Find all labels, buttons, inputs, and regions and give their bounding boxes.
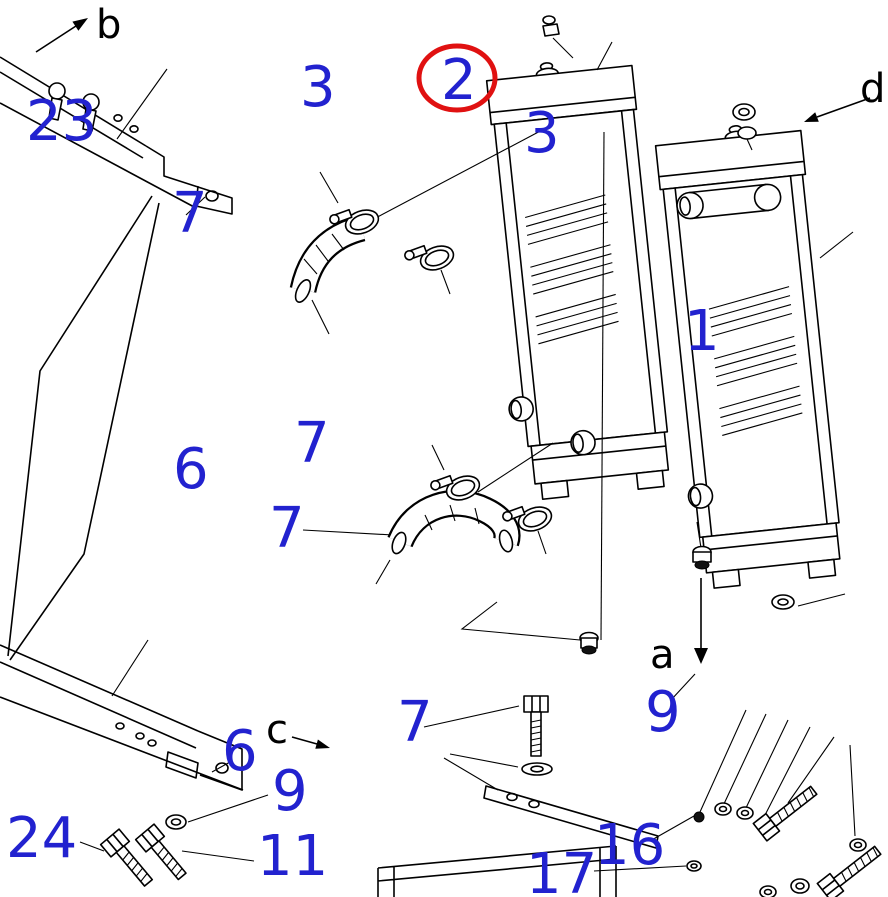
washer-icon bbox=[165, 814, 187, 830]
radiator-core bbox=[493, 108, 669, 448]
view-arrow-b bbox=[35, 18, 88, 53]
view-label-b: b bbox=[96, 2, 121, 48]
washer-icon bbox=[736, 806, 754, 820]
arrowhead-d bbox=[804, 112, 819, 122]
small-screw-icon bbox=[542, 15, 556, 25]
lower-hose-assembly bbox=[302, 442, 554, 585]
part-label-11: 11 bbox=[257, 824, 328, 889]
lower-frame-rail bbox=[0, 639, 269, 887]
upper-frame-rail bbox=[0, 56, 233, 216]
washer-icon bbox=[737, 126, 757, 140]
part-label-17: 17 bbox=[526, 842, 597, 897]
mounting-foot bbox=[807, 558, 837, 579]
arrowhead-a bbox=[694, 648, 708, 664]
bolt-icon bbox=[99, 828, 154, 887]
part-label-23: 23 bbox=[26, 89, 97, 154]
view-label-d: d bbox=[860, 66, 885, 112]
hose-opening bbox=[294, 279, 312, 303]
bolt-icon bbox=[816, 845, 882, 897]
hose-opening bbox=[391, 531, 407, 555]
fastener-cluster bbox=[693, 709, 882, 897]
upper-hose-assembly bbox=[289, 171, 455, 335]
part-label-6-shroud: 6 bbox=[173, 437, 209, 502]
fan-shroud-outline bbox=[7, 195, 160, 661]
washer-icon bbox=[759, 885, 777, 897]
part-label-9-washer: 9 bbox=[272, 759, 308, 824]
part-label-7-lower: 7 bbox=[269, 496, 305, 561]
rail-hole bbox=[215, 762, 229, 774]
part-label-16: 16 bbox=[594, 813, 665, 878]
bolt-icon bbox=[752, 785, 818, 842]
hose-clamp bbox=[502, 505, 553, 532]
hose-opening bbox=[498, 529, 514, 553]
part-label-7-bolt: 7 bbox=[397, 690, 433, 755]
part-label-3-hose: 3 bbox=[300, 55, 336, 120]
hose-clamp bbox=[430, 474, 481, 501]
bracket-hole bbox=[506, 792, 518, 802]
part-label-1-radiator: 1 bbox=[684, 299, 720, 364]
core-hatching bbox=[708, 286, 803, 436]
bottom-bracket bbox=[377, 757, 702, 897]
hose-clamp bbox=[404, 244, 455, 271]
top-leaders bbox=[367, 15, 854, 641]
nut-icon bbox=[686, 860, 702, 872]
mounting-bolt-7 bbox=[423, 695, 553, 776]
view-label-a: a bbox=[650, 632, 675, 678]
washer-icon bbox=[790, 878, 810, 894]
part-labels: b 23 7 3 2 3 d 1 6 7 7 a 9 7 c 6 9 24 11… bbox=[6, 2, 885, 897]
bolt-icon bbox=[134, 823, 187, 881]
core-hatching bbox=[525, 194, 619, 345]
part-label-24: 24 bbox=[6, 806, 77, 871]
arrowhead-c bbox=[315, 739, 330, 749]
hose-clamp bbox=[329, 208, 380, 235]
right-radiator bbox=[654, 125, 841, 589]
part-label-7-rail: 7 bbox=[172, 181, 208, 246]
highlight-circle bbox=[416, 43, 498, 113]
washer-icon bbox=[521, 762, 553, 776]
lower-right-parts bbox=[670, 521, 846, 701]
part-label-6-bracket: 6 bbox=[222, 719, 258, 784]
plug-dot-icon bbox=[693, 811, 705, 823]
nut-icon bbox=[732, 103, 756, 121]
washer-icon bbox=[849, 838, 867, 852]
view-label-c: c bbox=[266, 707, 288, 753]
arrowhead-b bbox=[72, 18, 88, 31]
view-arrow-d bbox=[804, 97, 871, 122]
part-label-7-upper: 7 bbox=[294, 411, 330, 476]
grommet-icon bbox=[771, 594, 795, 610]
center-radiator bbox=[485, 62, 670, 501]
mounting-foot bbox=[635, 469, 665, 490]
drain-plug bbox=[460, 601, 599, 655]
view-arrow-c bbox=[291, 736, 330, 749]
lower-housing bbox=[377, 845, 617, 897]
bolt-head bbox=[523, 695, 549, 713]
mounting-foot bbox=[540, 479, 570, 501]
part-label-2-highlighted: 2 bbox=[441, 48, 477, 113]
rail-hole bbox=[205, 190, 219, 202]
mounting-foot bbox=[711, 568, 741, 589]
part-label-3-radiator: 3 bbox=[524, 101, 560, 166]
part-label-9-plug: 9 bbox=[645, 680, 681, 745]
washer-icon bbox=[714, 802, 732, 816]
